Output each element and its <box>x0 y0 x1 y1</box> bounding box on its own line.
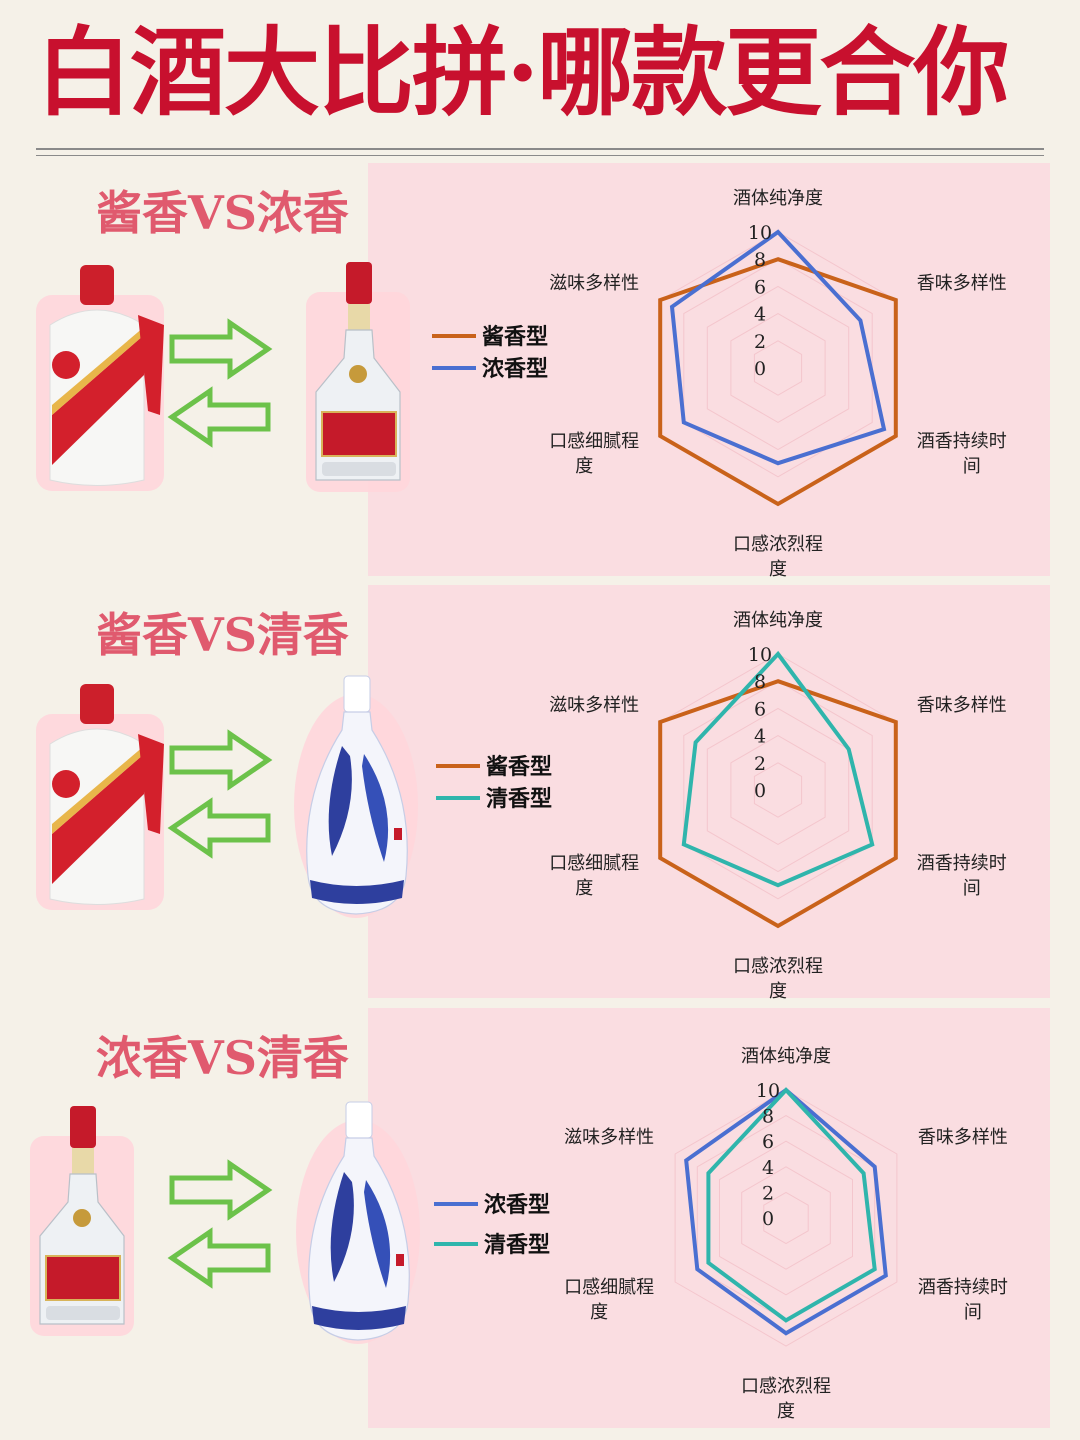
radial-tick-label: 2 <box>754 753 766 775</box>
axis-label: 滋味多样性 <box>549 695 639 716</box>
axis-label: 酒香持续时间 <box>917 431 1007 477</box>
series-polygon-1 <box>669 229 887 466</box>
radial-tick-label: 10 <box>748 644 772 666</box>
axis-label: 香味多样性 <box>918 1127 1008 1148</box>
radial-tick-label: 4 <box>754 726 766 748</box>
swap-arrows-icon <box>167 1159 273 1289</box>
title-divider <box>36 148 1044 150</box>
comparison-section: 酱香VS浓香 <box>0 163 1080 583</box>
radar-grid-ring <box>683 258 873 478</box>
radar-grid-ring <box>706 707 850 873</box>
series-polygon-0 <box>658 679 898 929</box>
chart-panel <box>368 585 1050 998</box>
fenjiu-bottle-image <box>296 1101 420 1344</box>
axis-label: 酒体纯净度 <box>733 610 823 631</box>
moutai-bottle-image <box>36 684 164 910</box>
radial-tick-label: 8 <box>754 671 766 693</box>
legend-label: 浓香型 <box>484 1192 550 1218</box>
radar-grid-ring <box>706 285 850 451</box>
radial-tick-label: 8 <box>754 249 766 271</box>
axis-label: 口感浓烈程度 <box>733 534 823 580</box>
radial-tick-label: 0 <box>762 1208 774 1230</box>
moutai-bottle-image <box>36 265 164 491</box>
axis-label: 香味多样性 <box>917 273 1007 294</box>
section-title: 酱香VS浓香 <box>96 186 349 240</box>
comparison-section: 酱香VS清香 <box>0 585 1080 1005</box>
chart-panel <box>368 163 1050 576</box>
axis-label: 口感细腻程度 <box>549 431 639 477</box>
radial-tick-label: 10 <box>756 1080 780 1102</box>
radial-tick-label: 6 <box>762 1131 774 1153</box>
radar-grid-ring <box>674 1089 898 1347</box>
fenjiu-bottle-image <box>294 675 418 918</box>
radial-tick-label: 4 <box>754 304 766 326</box>
axis-label: 滋味多样性 <box>549 273 639 294</box>
radial-tick-label: 10 <box>748 222 772 244</box>
axis-label: 口感浓烈程度 <box>733 956 823 1002</box>
radial-tick-label: 6 <box>754 276 766 298</box>
title-divider-thin <box>36 155 1044 156</box>
series-polygon-1 <box>681 650 875 888</box>
radial-tick-label: 2 <box>762 1182 774 1204</box>
section-title: 浓香VS清香 <box>96 1031 349 1085</box>
axis-label: 口感细腻程度 <box>549 853 639 899</box>
axis-label: 酒香持续时间 <box>917 853 1007 899</box>
radial-tick-label: 4 <box>762 1157 774 1179</box>
legend-label: 酱香型 <box>486 754 552 780</box>
radial-tick-label: 0 <box>754 358 766 380</box>
legend-label: 清香型 <box>486 786 552 812</box>
radar-grid-ring <box>763 1191 809 1245</box>
legend-label: 酱香型 <box>482 324 548 350</box>
page-title: 白酒大比拼·哪款更合你 <box>36 16 1009 129</box>
axis-label: 酒体纯净度 <box>741 1046 831 1067</box>
radar-grid-ring <box>753 340 803 396</box>
legend-label: 浓香型 <box>482 356 548 382</box>
axis-label: 滋味多样性 <box>564 1127 654 1148</box>
axis-label: 酒香持续时间 <box>918 1277 1008 1323</box>
swap-arrows-icon <box>167 318 273 448</box>
wuliangye-bottle-image <box>30 1106 134 1336</box>
radial-tick-label: 2 <box>754 331 766 353</box>
swap-arrows-icon <box>167 729 273 859</box>
radar-grid-ring <box>683 680 873 900</box>
radar-grid-ring <box>719 1140 853 1296</box>
wuliangye-bottle-image <box>306 262 410 492</box>
series-polygon-0 <box>684 1087 888 1336</box>
axis-label: 口感浓烈程度 <box>741 1376 831 1422</box>
radar-grid-ring <box>730 735 826 845</box>
radial-tick-label: 8 <box>762 1106 774 1128</box>
radar-grid-ring <box>753 762 803 818</box>
axis-label: 口感细腻程度 <box>564 1277 654 1323</box>
legend-label: 清香型 <box>484 1232 550 1258</box>
radar-grid-ring <box>741 1166 831 1270</box>
radial-tick-label: 0 <box>754 780 766 802</box>
section-title: 酱香VS清香 <box>96 608 349 662</box>
radial-tick-label: 6 <box>754 698 766 720</box>
axis-label: 香味多样性 <box>917 695 1007 716</box>
axis-label: 酒体纯净度 <box>733 188 823 209</box>
series-polygon-0 <box>658 257 898 507</box>
series-polygon-1 <box>706 1087 877 1323</box>
radar-grid-ring <box>730 313 826 423</box>
